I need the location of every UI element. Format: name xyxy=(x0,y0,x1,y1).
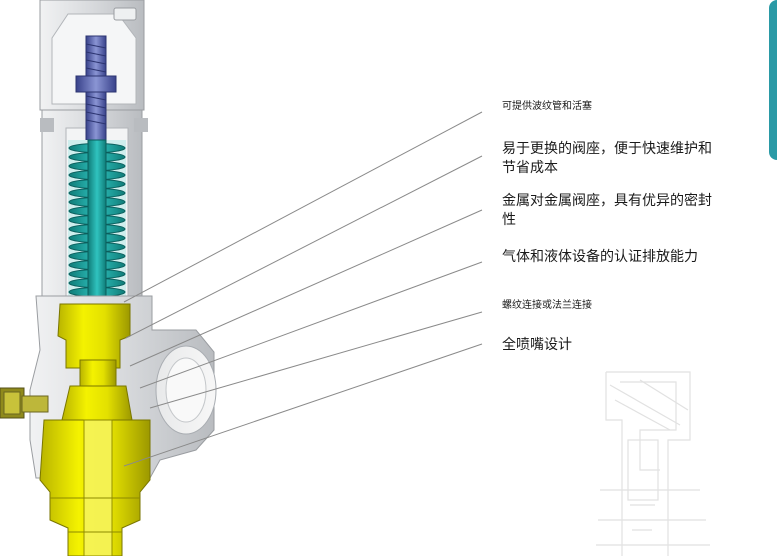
nozzle-assembly xyxy=(39,303,151,556)
feature-label-certified-capacity: 气体和液体设备的认证排放能力 xyxy=(502,249,698,265)
leader-line-3 xyxy=(129,209,483,367)
leader-line-1 xyxy=(123,111,483,303)
feature-label-connection-type: 螺纹连接或法兰连接 xyxy=(502,300,592,311)
valve-outline-sketch xyxy=(596,371,710,556)
feature-label-bellows-piston: 可提供波纹管和活塞 xyxy=(502,101,592,112)
feature-label-full-nozzle: 全喷嘴设计 xyxy=(502,337,572,353)
feature-label-replaceable-seat: 易于更换的阀座，便于快速维护和节省成本 xyxy=(502,141,712,176)
leader-line-2 xyxy=(125,155,483,339)
leader-lines xyxy=(123,111,483,467)
valve-stem xyxy=(75,35,117,141)
feature-label-metal-seat: 金属对金属阀座，具有优异的密封性 xyxy=(502,193,712,228)
side-bolt xyxy=(0,387,49,419)
leader-line-5 xyxy=(149,311,483,409)
leader-line-6 xyxy=(123,343,483,467)
edge-accent-tab xyxy=(769,0,777,160)
leader-line-4 xyxy=(139,261,483,389)
